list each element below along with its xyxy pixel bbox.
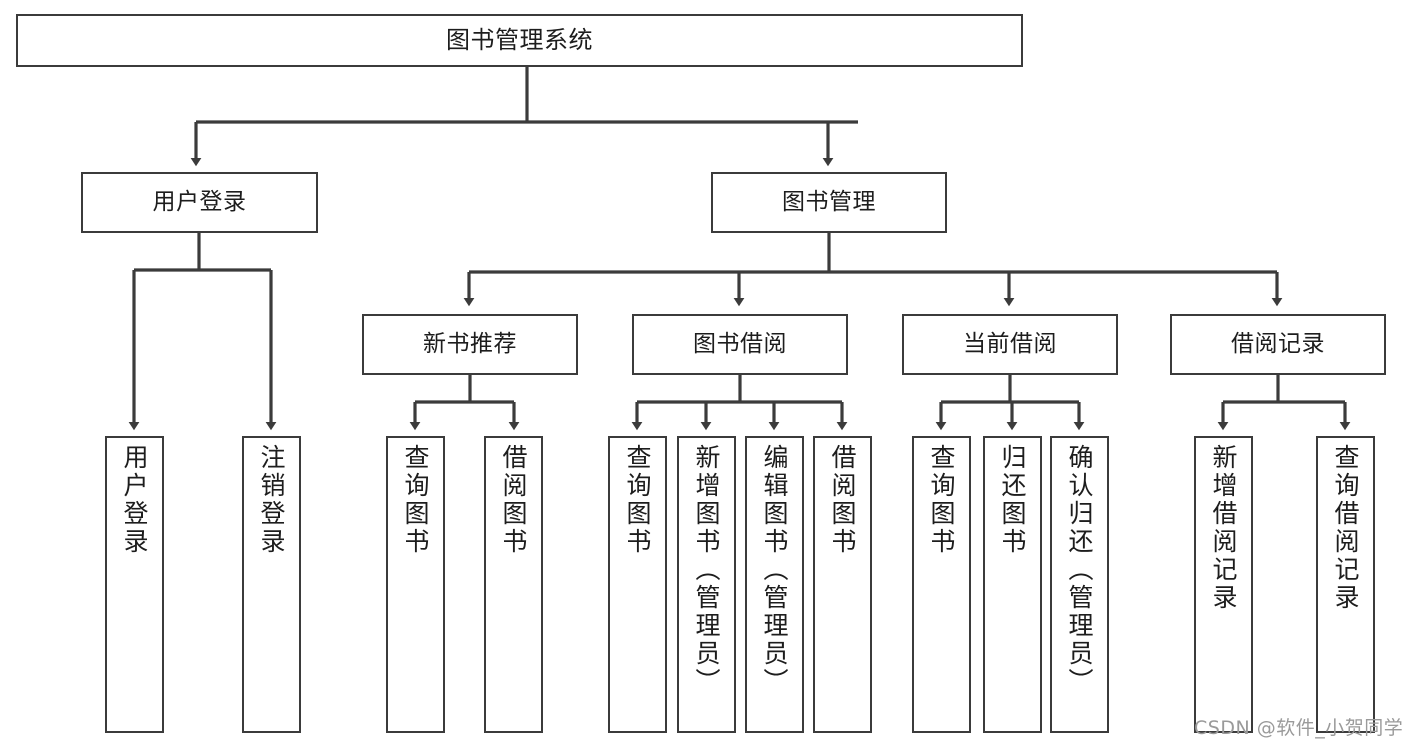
node-book-manage-label: 图书管理 xyxy=(782,188,876,215)
leaf-confirm-return-label: 确认归还（管理员） xyxy=(1065,444,1094,696)
node-book-manage[interactable]: 图书管理 xyxy=(711,172,947,233)
leaf-borrow-book-2-label: 借阅图书 xyxy=(828,444,857,556)
leaf-query-book-3[interactable]: 查询图书 xyxy=(912,436,971,733)
leaf-return-book-label: 归还图书 xyxy=(998,444,1027,556)
leaf-add-record[interactable]: 新增借阅记录 xyxy=(1194,436,1253,733)
leaf-add-book[interactable]: 新增图书（管理员） xyxy=(677,436,736,733)
node-root[interactable]: 图书管理系统 xyxy=(16,14,1023,67)
leaf-borrow-book-1[interactable]: 借阅图书 xyxy=(484,436,543,733)
leaf-borrow-book-1-label: 借阅图书 xyxy=(499,444,528,556)
node-current-borrow[interactable]: 当前借阅 xyxy=(902,314,1118,375)
leaf-user-logout[interactable]: 注销登录 xyxy=(242,436,301,733)
leaf-return-book[interactable]: 归还图书 xyxy=(983,436,1042,733)
node-book-borrow[interactable]: 图书借阅 xyxy=(632,314,848,375)
leaf-user-login-label: 用户登录 xyxy=(120,444,149,556)
node-borrow-record-label: 借阅记录 xyxy=(1231,330,1325,357)
csdn-watermark: CSDN @软件_小贺同学 xyxy=(1194,717,1404,739)
leaf-add-record-label: 新增借阅记录 xyxy=(1209,444,1238,612)
node-current-borrow-label: 当前借阅 xyxy=(963,330,1057,357)
leaf-query-book-2[interactable]: 查询图书 xyxy=(608,436,667,733)
node-new-book-recommend-label: 新书推荐 xyxy=(423,330,517,357)
node-root-label: 图书管理系统 xyxy=(446,26,593,55)
node-user-login-label: 用户登录 xyxy=(152,188,247,215)
leaf-query-book-1[interactable]: 查询图书 xyxy=(386,436,445,733)
leaf-edit-book[interactable]: 编辑图书（管理员） xyxy=(745,436,804,733)
leaf-query-book-2-label: 查询图书 xyxy=(623,444,652,556)
leaf-query-book-3-label: 查询图书 xyxy=(927,444,956,556)
leaf-user-login[interactable]: 用户登录 xyxy=(105,436,164,733)
node-book-borrow-label: 图书借阅 xyxy=(693,330,787,357)
leaf-query-record[interactable]: 查询借阅记录 xyxy=(1316,436,1375,733)
leaf-query-record-label: 查询借阅记录 xyxy=(1331,444,1360,612)
leaf-add-book-label: 新增图书（管理员） xyxy=(692,444,721,696)
leaf-confirm-return[interactable]: 确认归还（管理员） xyxy=(1050,436,1109,733)
leaf-user-logout-label: 注销登录 xyxy=(257,444,286,556)
leaf-borrow-book-2[interactable]: 借阅图书 xyxy=(813,436,872,733)
node-user-login[interactable]: 用户登录 xyxy=(81,172,318,233)
leaf-edit-book-label: 编辑图书（管理员） xyxy=(760,444,789,696)
leaf-query-book-1-label: 查询图书 xyxy=(401,444,430,556)
node-borrow-record[interactable]: 借阅记录 xyxy=(1170,314,1386,375)
node-new-book-recommend[interactable]: 新书推荐 xyxy=(362,314,578,375)
